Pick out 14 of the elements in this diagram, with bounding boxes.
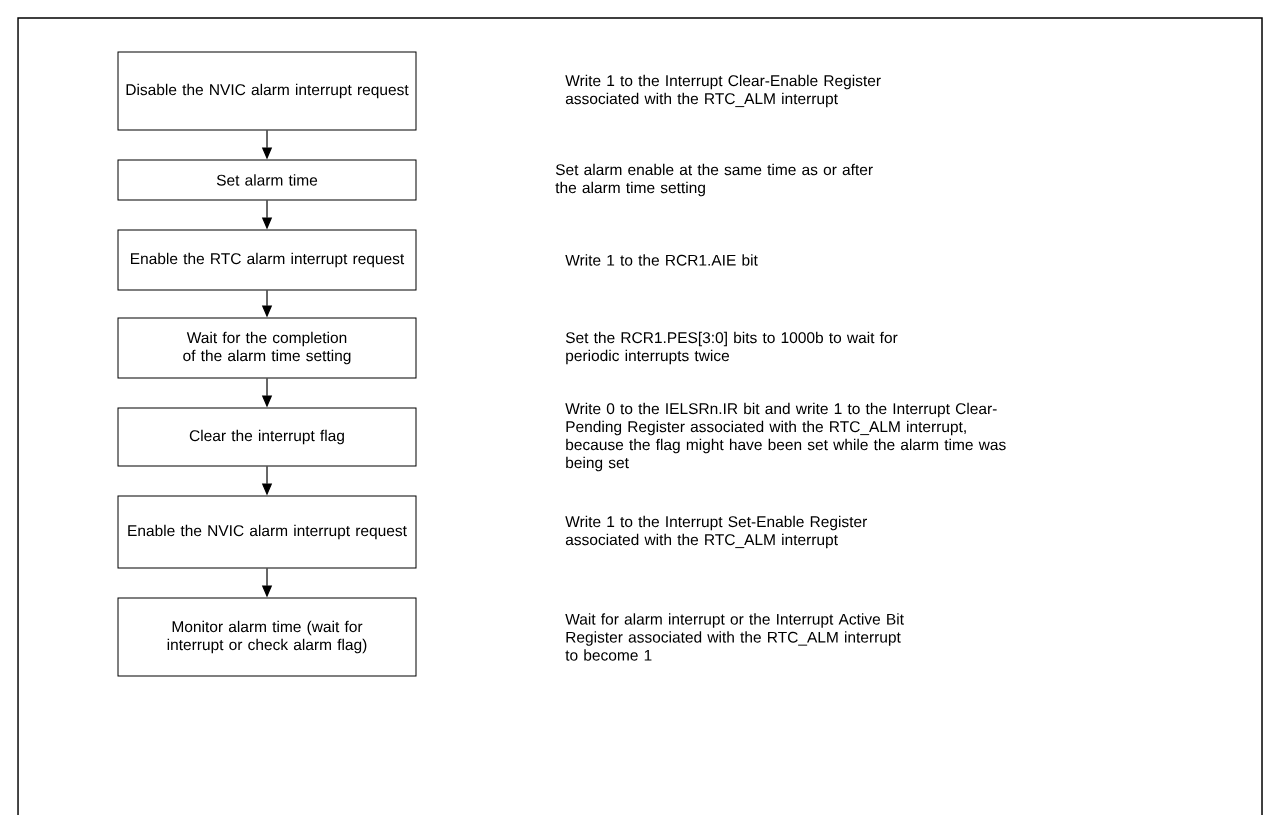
- process-box: Clear the interrupt flag: [117, 407, 417, 467]
- note-text: Set the RCR1.PES[3:0] bits to 1000b to wait for periodic interrupts twice: [565, 331, 898, 365]
- note-text: Wait for alarm interrupt or the Interrupt Active Bit Register associated with the RTC_ALM interrupt to become 1: [565, 613, 904, 661]
- process-box: Monitor alarm time (wait for interrupt or check alarm flag): [117, 597, 417, 677]
- process-box: Wait for the completion of the alarm time setting: [117, 317, 417, 379]
- process-box: Enable the RTC alarm interrupt request: [117, 229, 417, 291]
- note-text: Write 0 to the IELSRn.IR bit and write 1 to the Interrupt Clear-Pending Register associated with the RTC_ALM interrupt, because the flag might have been set while the alarm time was being set: [565, 402, 1006, 472]
- note-text: Set alarm enable at the same time as or after the alarm time setting: [555, 163, 873, 197]
- process-box: Disable the NVIC alarm interrupt request: [117, 51, 417, 131]
- process-box: Enable the NVIC alarm interrupt request: [117, 495, 417, 569]
- note-text: Write 1 to the RCR1.AIE bit: [565, 254, 758, 266]
- note-text: Write 1 to the Interrupt Set-Enable Register associated with the RTC_ALM interrupt: [565, 515, 867, 549]
- note-text: Write 1 to the Interrupt Clear-Enable Register associated with the RTC_ALM interrupt: [565, 74, 881, 108]
- process-box: Set alarm time: [117, 159, 417, 201]
